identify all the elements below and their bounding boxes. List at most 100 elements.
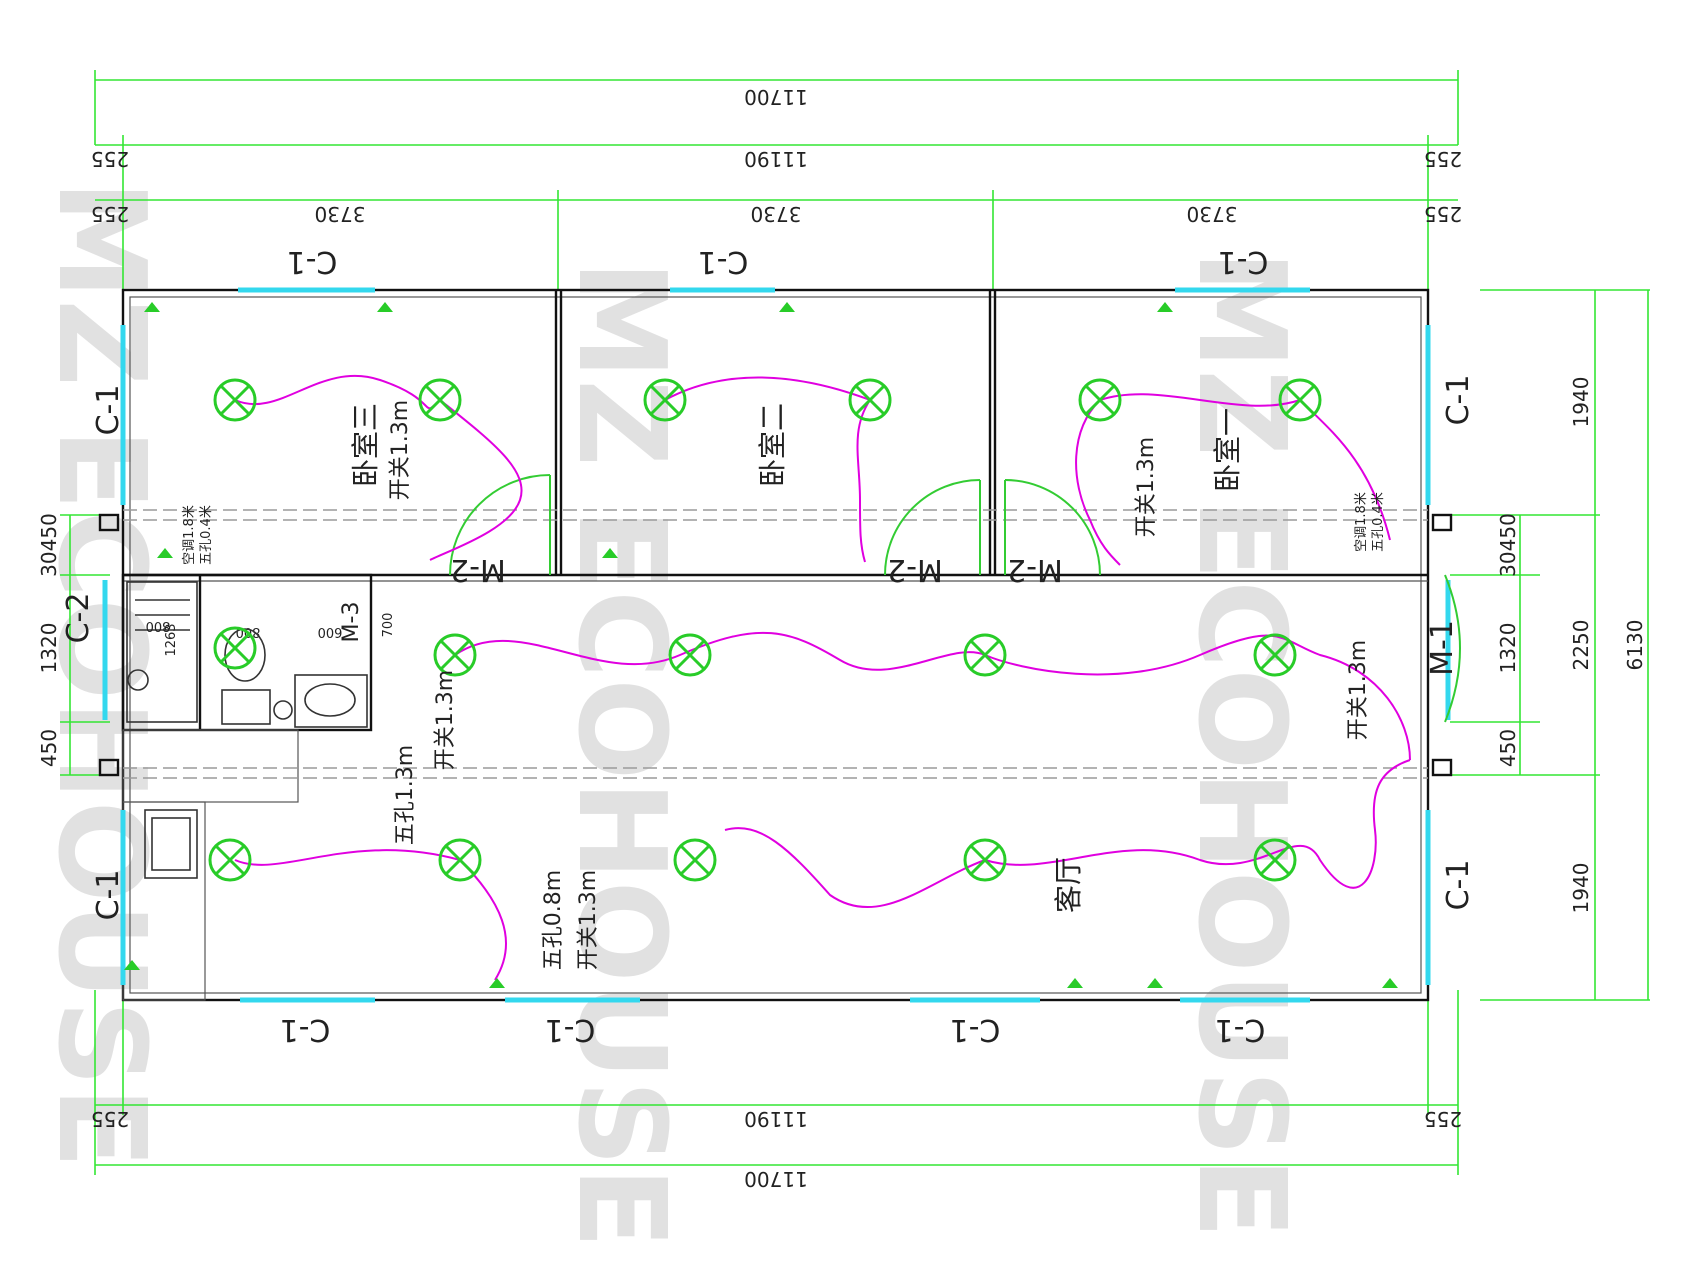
- dim-bottom-inner: 11190: [744, 1107, 808, 1131]
- door-label-m2-3: M-2: [1007, 552, 1063, 587]
- dim-top-inner: 11190: [744, 147, 808, 171]
- door-label-m1: M-1: [1425, 620, 1460, 676]
- door-label-m2-1: M-2: [450, 552, 506, 587]
- fixtures: 800 1263 800 600 700: [126, 581, 396, 879]
- right-dimensions: 1940 1940 2250 6130 30450 1320 450: [1450, 289, 1650, 1001]
- watermark-text-2: MZ ECOHOUSE: [551, 260, 690, 1249]
- window-label-bottom-1: C-1: [280, 1012, 331, 1047]
- switch-bedroom-1: 开关1.3m: [1134, 437, 1159, 537]
- window-label-bottom-2: C-1: [545, 1012, 596, 1047]
- aircon-socket-right: 空调1.8米: [1354, 492, 1369, 552]
- socket-marker-6: [157, 548, 173, 558]
- top-dimensions: 11700 11190 255 255 3730 3730 3730 255 2…: [91, 70, 1462, 290]
- dim-top-overall: 11700: [744, 85, 808, 109]
- room-label-bedroom-3: 卧室三: [349, 403, 382, 487]
- dim-bottom-end-right: 255: [1424, 1107, 1462, 1131]
- dim-bay-3: 3730: [1187, 202, 1238, 226]
- dim-top-end-left-2: 255: [91, 202, 129, 226]
- socket-marker-8: [1067, 978, 1083, 988]
- window-label-top-1: C-1: [287, 244, 338, 279]
- dim-bay-2: 3730: [751, 202, 802, 226]
- dim-bottom-end-left: 255: [91, 1107, 129, 1131]
- lamp-bath: [213, 626, 257, 670]
- left-dimensions: 30450 1320 450: [37, 513, 110, 776]
- lamp-corridor-4: [1253, 633, 1297, 677]
- beam-lines: [123, 509, 1428, 779]
- socket-low-living: 五孔0.8m: [541, 870, 566, 970]
- switch-corridor-left: 开关1.3m: [433, 670, 458, 770]
- dim-right-room-top: 1940: [1569, 377, 1593, 428]
- window-label-top-3: C-1: [1218, 244, 1269, 279]
- socket-marker-11: [124, 960, 140, 970]
- lamp-bedroom2-1: [643, 378, 687, 422]
- bath-dim-700: 700: [381, 613, 396, 638]
- switch-bedroom-3: 开关1.3m: [388, 400, 413, 500]
- bath-dim-1263: 1263: [164, 623, 179, 656]
- lamp-living-1: [208, 838, 252, 882]
- lamp-living-3: [673, 838, 717, 882]
- window-label-top-2: C-1: [698, 244, 749, 279]
- dim-top-end-right: 255: [1424, 147, 1462, 171]
- dim-right-door: 1320: [1496, 623, 1520, 674]
- socket-marker-7: [489, 978, 505, 988]
- walls: [98, 288, 1453, 1002]
- dim-right-short: 450: [1496, 729, 1520, 767]
- lamp-bedroom3-2: [418, 378, 462, 422]
- bath-dim-600: 600: [318, 624, 343, 639]
- bottom-dimensions: 11190 255 255 11700: [91, 990, 1462, 1191]
- aircon-socket-left: 空调1.8米: [182, 505, 197, 565]
- lamp-living-2: [438, 838, 482, 882]
- dim-bottom-overall: 11700: [744, 1167, 808, 1191]
- dim-right-corridor: 2250: [1569, 620, 1593, 671]
- window-label-right-top: C-1: [1441, 375, 1476, 426]
- lamp-living-4: [963, 838, 1007, 882]
- socket-marker-2: [377, 302, 393, 312]
- room-label-bedroom-1: 卧室一: [1211, 408, 1244, 492]
- dim-right-beam: 30450: [1496, 513, 1520, 577]
- lamp-corridor-3: [963, 633, 1007, 677]
- dim-top-end-left: 255: [91, 147, 129, 171]
- door-swings: [449, 474, 1461, 723]
- window-label-bottom-3: C-1: [950, 1012, 1001, 1047]
- electrical-annotations: 开关1.3m 开关1.3m 开关1.3m 开关1.3m 五孔1.3m 五孔0.8…: [182, 400, 1386, 970]
- door-label-m2-2: M-2: [887, 552, 943, 587]
- window-labels: C-1 C-1 C-1 C-1 C-1 C-1 C-1 C-1 C-1 C-1 …: [61, 244, 1476, 1047]
- lamps: [208, 378, 1322, 882]
- socket-marker-9: [1147, 978, 1163, 988]
- lamp-bedroom3-1: [213, 378, 257, 422]
- socket-high-living-left: 五孔1.3m: [393, 745, 418, 845]
- window-label-bottom-4: C-1: [1215, 1012, 1266, 1047]
- wash-basin: [273, 674, 368, 728]
- wall-sockets: [124, 302, 1398, 988]
- socket-marker-1: [144, 302, 160, 312]
- bath-dim-800-a: 800: [146, 618, 171, 633]
- dim-bay-1: 3730: [315, 202, 366, 226]
- lamp-corridor-1: [433, 633, 477, 677]
- room-labels: 卧室三 卧室二 卧室一 客厅: [349, 403, 1244, 913]
- lamp-corridor-2: [668, 633, 712, 677]
- small-socket-left: 五孔0.4米: [199, 505, 214, 565]
- window-label-left-top: C-1: [91, 385, 126, 436]
- dim-top-end-right-2: 255: [1424, 202, 1462, 226]
- room-label-living-room: 客厅: [1052, 857, 1085, 913]
- dim-left-short: 450: [37, 729, 61, 767]
- lamp-bedroom1-2: [1278, 378, 1322, 422]
- windows: [102, 287, 1451, 1003]
- window-label-left-bottom: C-1: [91, 870, 126, 921]
- lamp-living-5: [1253, 838, 1297, 882]
- switch-living: 开关1.3m: [576, 870, 601, 970]
- socket-marker-10: [1382, 978, 1398, 988]
- dim-right-room-bottom: 1940: [1569, 863, 1593, 914]
- socket-marker-5: [602, 548, 618, 558]
- dim-right-overall: 6130: [1623, 620, 1647, 671]
- window-label-right-bottom: C-1: [1441, 860, 1476, 911]
- small-socket-right: 五孔0.4米: [1371, 492, 1386, 552]
- socket-marker-4: [1157, 302, 1173, 312]
- lamp-bedroom2-2: [848, 378, 892, 422]
- kitchen-sink: [144, 809, 198, 879]
- window-label-c2: C-2: [61, 593, 96, 644]
- switch-corridor-right: 开关1.3m: [1346, 640, 1371, 740]
- lamp-bedroom1-1: [1078, 378, 1122, 422]
- room-label-bedroom-2: 卧室二: [756, 403, 789, 487]
